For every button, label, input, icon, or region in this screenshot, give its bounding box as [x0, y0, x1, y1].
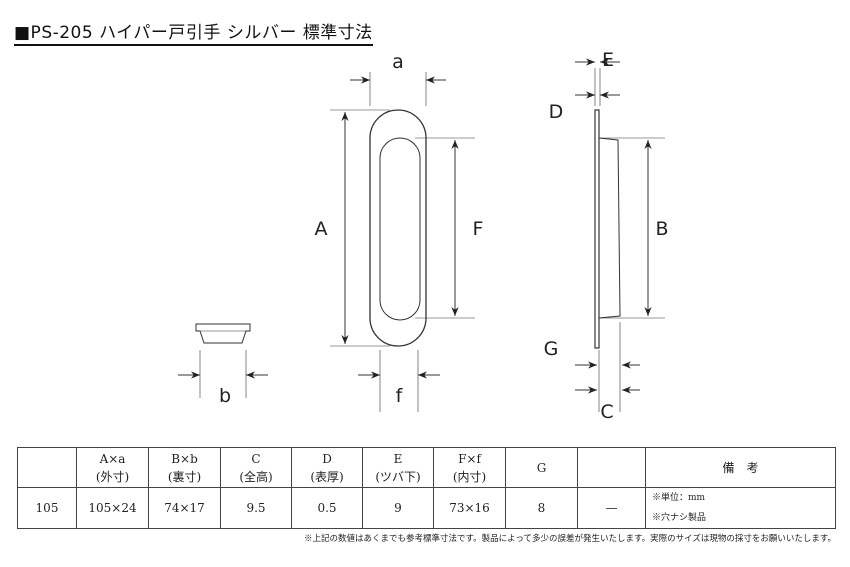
- header-label: D: [322, 451, 332, 466]
- table-header-row: A×a (外寸) B×b (裏寸) C (全高) D (表厚) E (ツバ下) F×f (内…: [17, 447, 836, 488]
- header-sublabel: (裏寸): [167, 469, 202, 484]
- dim-label-A: A: [315, 218, 328, 240]
- dim-label-b: b: [219, 385, 231, 407]
- cell: 74×17: [148, 487, 221, 529]
- cell: 105: [17, 487, 77, 529]
- cell: 73×16: [433, 487, 506, 529]
- header-sublabel: (ツバ下): [375, 469, 421, 484]
- table-row: 105 105×24 74×17 9.5 0.5 9 73×16 8 — ※単位…: [17, 487, 836, 529]
- header-label: A×a: [99, 451, 126, 466]
- dim-label-B: B: [655, 218, 668, 240]
- header-cell: [17, 447, 77, 488]
- handle-inner: [379, 137, 421, 321]
- header-label: F×f: [458, 451, 481, 466]
- cell: 9.5: [220, 487, 292, 529]
- header-cell: [577, 447, 646, 488]
- header-cell: D (表厚): [291, 447, 363, 488]
- handle-plate: [594, 109, 600, 349]
- header-label: B×b: [171, 451, 198, 466]
- header-cell: F×f (内寸): [433, 447, 506, 488]
- header-cell: C (全高): [220, 447, 292, 488]
- dim-label-f: f: [396, 385, 404, 407]
- header-label: E: [393, 451, 403, 466]
- note-unit: ※単位：mm: [652, 493, 706, 503]
- handle-body: [598, 137, 621, 319]
- dim-label-D: D: [549, 101, 564, 123]
- cell: 105×24: [76, 487, 149, 529]
- cell: 9: [362, 487, 434, 529]
- page-title: ■PS-205 ハイパー戸引手 シルバー 標準寸法: [14, 18, 373, 46]
- header-sublabel: (表厚): [310, 469, 344, 484]
- header-cell-remarks: 備 考: [645, 447, 836, 488]
- handle-section: [195, 323, 251, 344]
- note-holes: ※穴ナシ製品: [652, 513, 707, 523]
- header-cell: B×b (裏寸): [148, 447, 221, 488]
- remarks-cell: ※単位：mm ※穴ナシ製品: [645, 487, 836, 529]
- header-cell: E (ツバ下): [362, 447, 434, 488]
- footnote: ※上記の数値はあくまでも参考標準寸法です。製品によって多少の誤差が発生いたします…: [303, 534, 836, 544]
- cell: —: [577, 487, 646, 529]
- header-sublabel: (全高): [239, 469, 273, 484]
- dim-label-a: a: [392, 51, 404, 73]
- cell: 8: [505, 487, 578, 529]
- cell: 0.5: [291, 487, 363, 529]
- header-label: C: [251, 451, 261, 466]
- dim-label-F: F: [473, 218, 484, 240]
- header-sublabel: (外寸): [95, 469, 130, 484]
- dim-label-G: G: [544, 338, 559, 360]
- handle-outer: [369, 109, 427, 347]
- header-cell: A×a (外寸): [76, 447, 149, 488]
- dim-label-C: C: [600, 401, 613, 423]
- dimension-drawing: a A F f b E D B G C: [178, 49, 669, 423]
- header-sublabel: (内寸): [452, 469, 487, 484]
- header-cell: G: [505, 447, 578, 488]
- dimension-table: A×a (外寸) B×b (裏寸) C (全高) D (表厚) E (ツバ下) F×f (内…: [17, 447, 836, 529]
- dim-label-E: E: [602, 49, 614, 71]
